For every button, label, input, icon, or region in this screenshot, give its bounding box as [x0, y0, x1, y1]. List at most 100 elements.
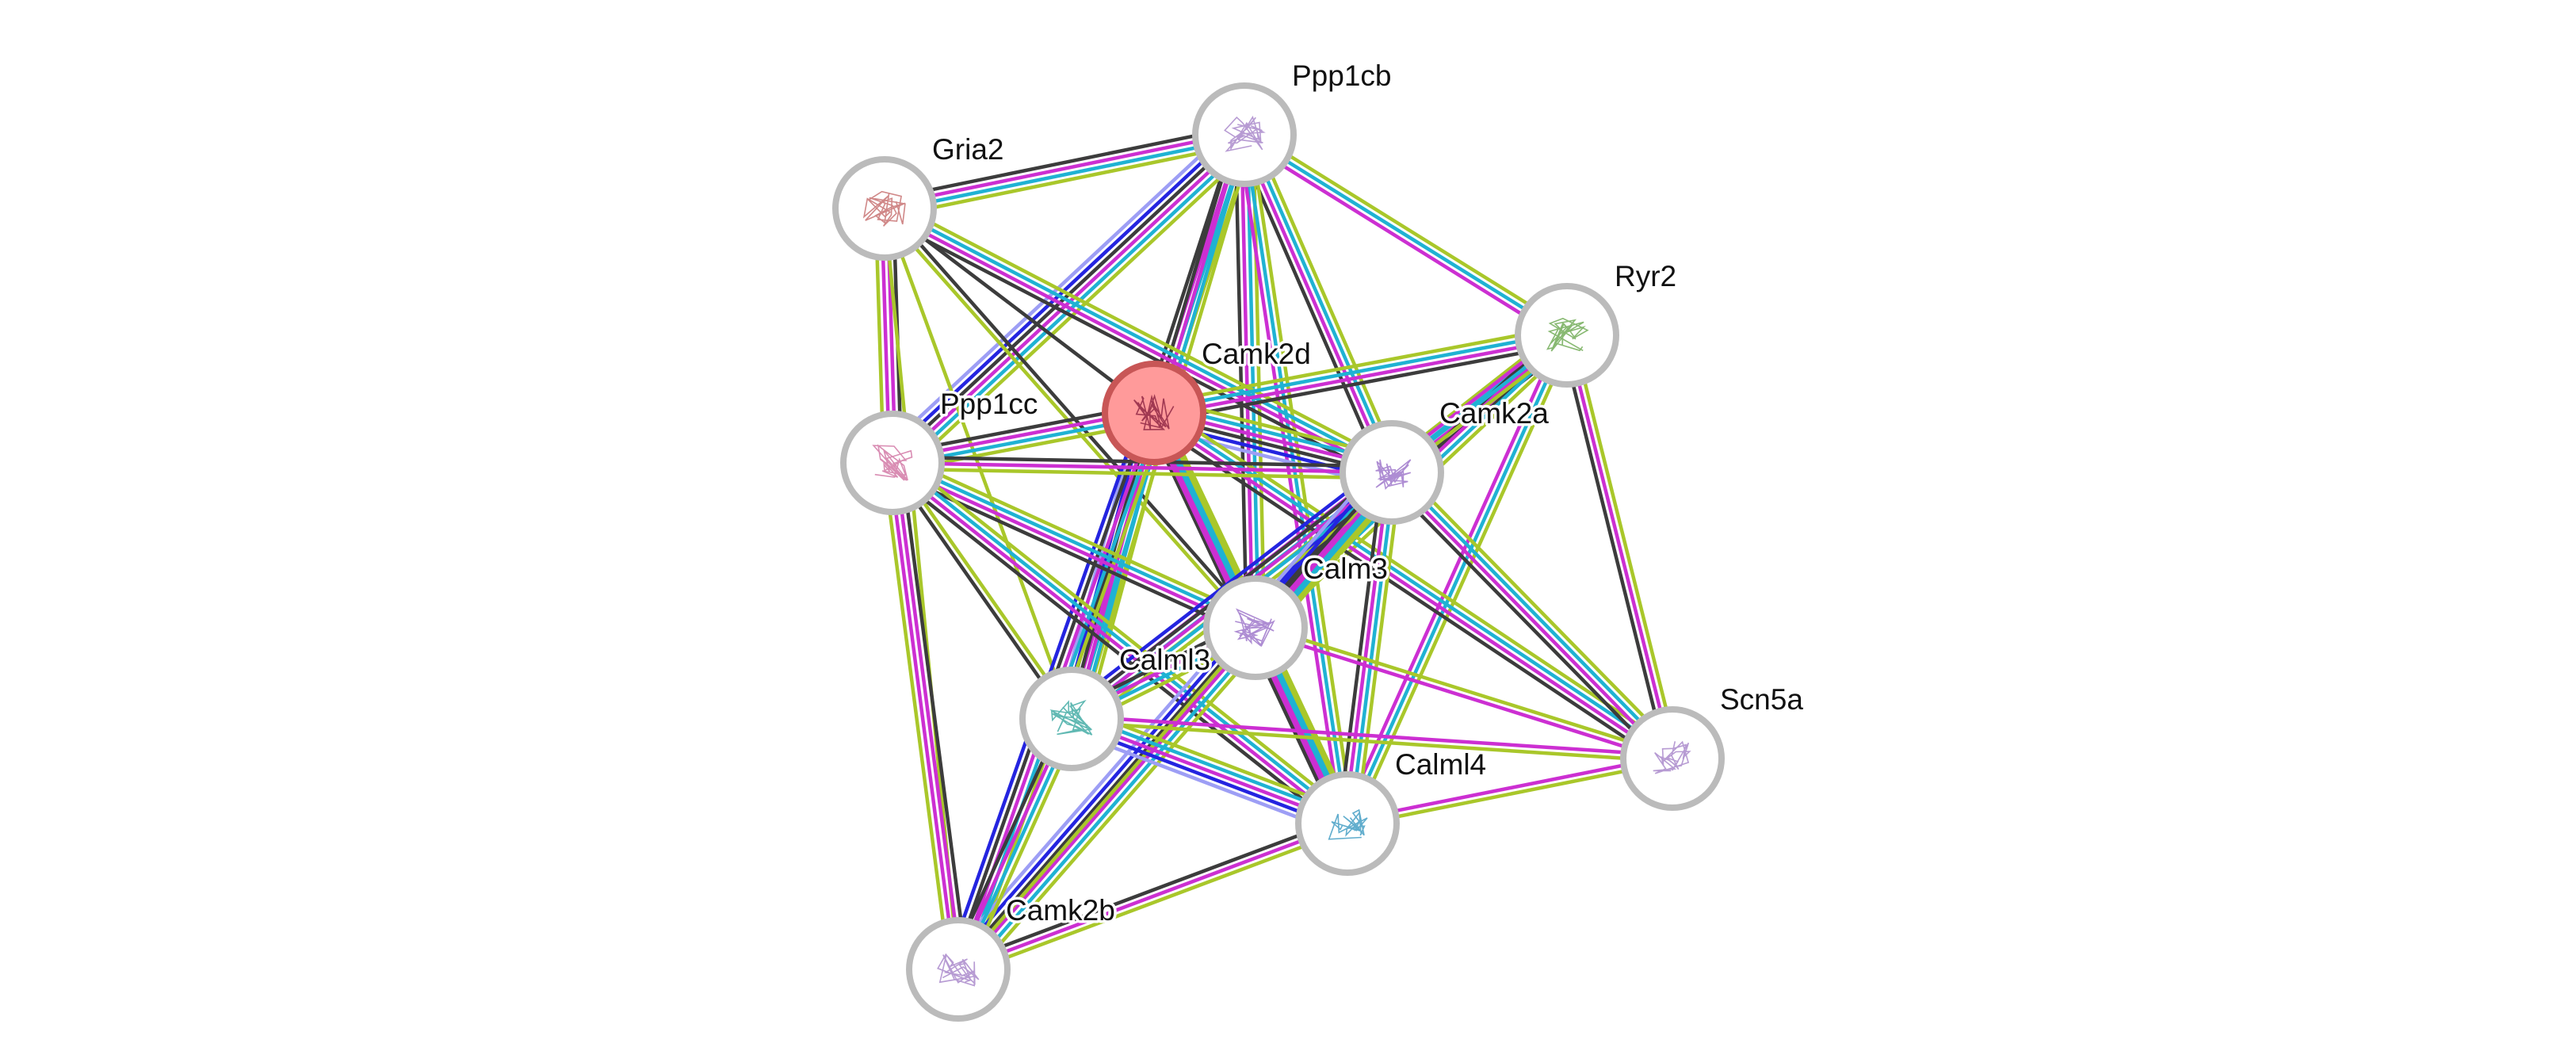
node-label: Calml4 — [1395, 748, 1486, 781]
edge-line-database — [1243, 133, 1569, 337]
edge-line-experiments — [1240, 138, 1565, 342]
edge-calml3-scn5a[interactable] — [1071, 714, 1673, 763]
edge-line-database — [1242, 134, 1350, 824]
edge-line-coexpression — [1559, 336, 1668, 761]
edge-line-textmining — [1251, 130, 1402, 470]
edge-line-experiments — [890, 464, 1256, 633]
edge-line-textmining — [888, 199, 1397, 467]
edge-line-textmining — [885, 141, 1247, 220]
node-ppp1cb[interactable]: Ppp1cb — [1192, 57, 1394, 187]
edge-line-experiments — [1154, 336, 1569, 418]
protein-structure-icon — [1133, 394, 1175, 430]
edge-line-coexpression — [882, 124, 1244, 202]
node-calml3[interactable]: Calml3 — [1019, 641, 1213, 771]
edge-calm3-scn5a[interactable] — [1254, 623, 1674, 763]
edge-ppp1cc-calml4[interactable] — [885, 454, 1355, 832]
edge-ryr2-camk2d[interactable] — [1152, 324, 1569, 424]
edge-line-textmining — [1397, 464, 1680, 754]
protein-structure-icon — [1375, 459, 1412, 491]
edge-line-coexpression — [1384, 477, 1668, 766]
node-calm3[interactable]: Calm3 — [1203, 550, 1390, 680]
edge-line-database — [1348, 472, 1397, 824]
protein-structure-icon — [1049, 699, 1093, 736]
edge-line-database — [885, 136, 1246, 213]
node-label: Camk2b — [1006, 894, 1115, 927]
edge-line-textmining — [1071, 720, 1672, 763]
node-label: Camk2d — [1202, 338, 1311, 370]
edge-line-experiments — [1346, 754, 1672, 823]
edge-line-textmining — [959, 827, 1351, 977]
edge-line-experiments — [892, 461, 1393, 475]
node-camk2b[interactable]: Camk2b — [906, 892, 1118, 1022]
edge-line-experiments — [888, 463, 957, 970]
edge-ppp1cb-ryr2[interactable] — [1240, 128, 1572, 342]
edge-line-database — [892, 458, 1258, 627]
edge-line-experiments — [1240, 135, 1255, 629]
node-circle[interactable] — [1102, 361, 1206, 465]
edge-line-coexpression — [1336, 471, 1385, 823]
edge-line-textmining — [1256, 623, 1674, 758]
node-label: Ppp1cb — [1292, 59, 1392, 92]
edge-line-coexpression — [954, 469, 1391, 969]
protein-structure-icon — [1224, 115, 1266, 152]
edge-line-coexpression — [955, 816, 1347, 966]
edge-line-coexpression — [885, 468, 1343, 832]
node-camk2d[interactable]: Camk2d — [1102, 335, 1313, 465]
edge-line-textmining — [1246, 128, 1572, 332]
node-label: Calml3 — [1119, 644, 1210, 676]
node-label: Calm3 — [1303, 552, 1388, 585]
node-ppp1cc[interactable]: Ppp1cc — [840, 385, 1041, 515]
node-ryr2[interactable]: Ryr2 — [1515, 258, 1680, 388]
protein-structure-icon — [937, 953, 980, 987]
edge-ryr2-scn5a[interactable] — [1559, 333, 1680, 761]
edge-line-experiments — [1388, 473, 1672, 762]
protein-structure-icon — [1233, 608, 1275, 648]
edge-line-experiments — [1072, 714, 1673, 758]
node-scn5a[interactable]: Scn5a — [1620, 681, 1806, 811]
edge-line-database — [885, 204, 1394, 472]
edge-line-experiments — [893, 462, 963, 969]
edge-line-experiments — [1151, 414, 1672, 762]
edge-line-textmining — [892, 467, 1392, 480]
node-label: Gria2 — [932, 133, 1003, 166]
edge-line-experiments — [1565, 334, 1675, 759]
edge-line-experiments — [1343, 472, 1391, 824]
edges-layer — [873, 122, 1680, 980]
node-circle[interactable] — [1192, 82, 1297, 187]
edge-line-textmining — [957, 626, 1257, 971]
edge-line-database — [1245, 132, 1397, 472]
edge-calm3-camk2b[interactable] — [957, 626, 1257, 971]
edge-line-experiments — [1236, 135, 1343, 825]
node-camk2a[interactable]: Camk2a — [1340, 395, 1552, 525]
edge-camk2a-scn5a[interactable] — [1384, 464, 1680, 766]
protein-structure-icon — [1653, 740, 1691, 774]
edge-line-textmining — [895, 453, 1260, 621]
edge-ppp1cb-gria2[interactable] — [882, 124, 1247, 220]
edge-line-database — [1152, 331, 1567, 412]
node-label: Ryr2 — [1615, 260, 1676, 292]
edge-line-experiments — [882, 209, 1392, 477]
protein-structure-icon — [872, 444, 913, 481]
protein-structure-icon — [862, 190, 906, 227]
node-circle[interactable] — [1019, 667, 1124, 771]
node-circle[interactable] — [1515, 283, 1619, 388]
node-circle[interactable] — [840, 411, 945, 515]
edge-line-textmining — [1571, 333, 1680, 758]
node-circle[interactable] — [1295, 771, 1400, 876]
edge-line-database — [892, 459, 1351, 823]
node-calml4[interactable]: Calml4 — [1295, 746, 1489, 876]
edge-line-textmining — [881, 464, 952, 971]
edge-line-experiments — [889, 464, 1347, 827]
node-label: Ppp1cc — [940, 388, 1038, 420]
edge-calml4-camk2b[interactable] — [955, 816, 1351, 977]
edge-line-database — [1393, 468, 1676, 758]
node-label: Scn5a — [1720, 683, 1803, 716]
node-gria2[interactable]: Gria2 — [832, 131, 1007, 261]
edge-ppp1cc-camk2b[interactable] — [881, 461, 969, 971]
edge-line-coexpression — [1155, 342, 1569, 424]
edge-calml4-scn5a[interactable] — [1346, 754, 1674, 828]
edge-camk2a-calml4[interactable] — [1336, 471, 1403, 825]
edge-line-experiments — [957, 821, 1348, 972]
protein-structure-icon — [1546, 317, 1589, 352]
edge-line-textmining — [1152, 324, 1566, 407]
